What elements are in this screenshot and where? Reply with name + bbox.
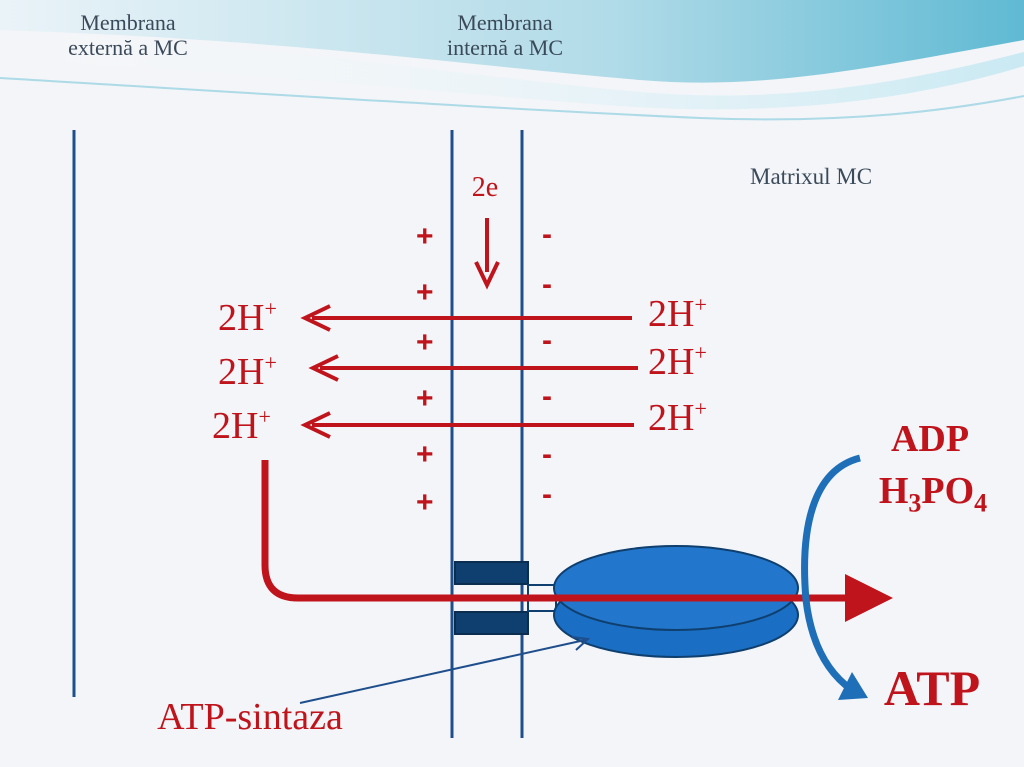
proton-label-matrix: 2H+ (648, 342, 707, 381)
proton-label-intermembrane: 2H+ (218, 352, 277, 391)
positive-charge: + (416, 222, 434, 252)
matrix-label: Matrixul MC (750, 164, 970, 190)
negative-charge: - (542, 270, 552, 300)
negative-charge: - (542, 480, 552, 510)
proton-arrow (313, 356, 638, 380)
proton-flow-arrow (265, 460, 893, 622)
negative-charge: - (542, 440, 552, 470)
phosphate-label: H3PO4 (858, 470, 1008, 518)
proton-arrow (305, 306, 632, 330)
electron-arrow (476, 218, 498, 285)
fo-channel-bottom (455, 612, 528, 634)
adp-label: ADP (870, 418, 990, 462)
negative-charge: - (542, 220, 552, 250)
negative-charge: - (542, 382, 552, 412)
atp-product-label: ATP (872, 660, 992, 718)
positive-charge: + (416, 278, 434, 308)
negative-charge: - (542, 326, 552, 356)
positive-charge: + (416, 488, 434, 518)
inner-membrane-label: Membrana internă a MC (405, 10, 605, 61)
electrons-label: 2e (460, 172, 510, 204)
proton-label-matrix: 2H+ (648, 398, 707, 437)
proton-label-intermembrane: 2H+ (212, 406, 271, 445)
positive-charge: + (416, 328, 434, 358)
proton-label-matrix: 2H+ (648, 294, 707, 333)
atp-synthase-label: ATP-sintaza (125, 696, 375, 740)
outer-membrane-label: Membrana externă a MC (28, 10, 228, 61)
proton-arrow (305, 413, 634, 437)
positive-charge: + (416, 384, 434, 414)
enzyme-pointer-line (300, 637, 588, 703)
fo-channel-top (455, 562, 528, 584)
positive-charge: + (416, 440, 434, 470)
proton-label-intermembrane: 2H+ (218, 298, 277, 337)
